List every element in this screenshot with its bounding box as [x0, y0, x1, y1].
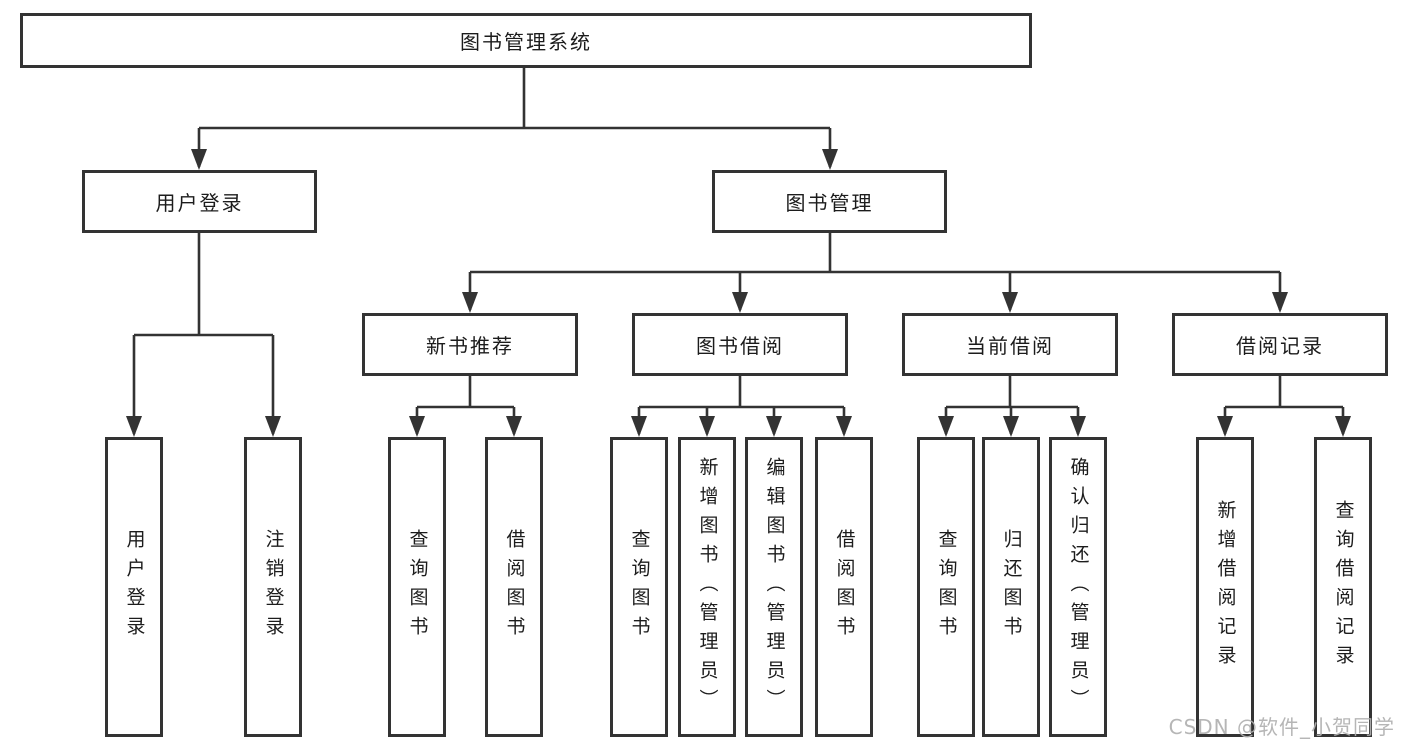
leaf-confirm-return-admin: 确认归还（管理员）	[1049, 437, 1107, 737]
node-book-management: 图书管理	[712, 170, 947, 233]
arrow-icon	[191, 149, 207, 170]
node-root-library-system: 图书管理系统	[20, 13, 1032, 68]
arrow-icon	[409, 416, 425, 437]
leaf-label: 查询图书	[406, 529, 429, 645]
arrow-icon	[631, 416, 647, 437]
arrow-icon	[938, 416, 954, 437]
leaf-label: 新增图书（管理员）	[696, 456, 719, 718]
arrow-icon	[822, 149, 838, 170]
arrowheads	[126, 149, 1351, 437]
node-label: 图书管理系统	[460, 30, 592, 54]
arrow-icon	[699, 416, 715, 437]
leaf-label: 确认归还（管理员）	[1067, 456, 1090, 718]
node-current-borrowing: 当前借阅	[902, 313, 1118, 376]
arrow-icon	[1335, 416, 1351, 437]
connector-root-to-level2	[197, 68, 832, 167]
arrow-icon	[506, 416, 522, 437]
connector-userlogin-to-leaves	[132, 233, 275, 434]
node-borrowing-records: 借阅记录	[1172, 313, 1388, 376]
leaf-label: 注销登录	[262, 529, 285, 645]
arrow-icon	[1002, 292, 1018, 313]
arrow-icon	[265, 416, 281, 437]
leaf-query-borrow-record: 查询借阅记录	[1314, 437, 1372, 737]
node-label: 用户登录	[155, 191, 244, 215]
leaf-borrow-books-borrow: 借阅图书	[815, 437, 873, 737]
arrow-icon	[1003, 416, 1019, 437]
leaf-label: 归还图书	[1000, 529, 1023, 645]
connector-records-to-leaves	[1223, 376, 1345, 434]
arrow-icon	[1217, 416, 1233, 437]
node-label: 借阅记录	[1236, 334, 1324, 358]
leaf-label: 新增借阅记录	[1214, 500, 1237, 674]
leaf-borrow-books-recommend: 借阅图书	[485, 437, 543, 737]
leaf-label: 编辑图书（管理员）	[763, 456, 786, 718]
connector-newbook-to-leaves	[415, 376, 516, 434]
leaf-label: 查询借阅记录	[1332, 500, 1355, 674]
connector-borrow-to-leaves	[637, 376, 846, 434]
leaf-label: 查询图书	[935, 529, 958, 645]
node-label: 当前借阅	[966, 334, 1054, 358]
arrow-icon	[462, 292, 478, 313]
csdn-watermark: CSDN @软件_小贺同学	[1168, 715, 1395, 739]
arrow-icon	[1272, 292, 1288, 313]
leaf-query-books-recommend: 查询图书	[388, 437, 446, 737]
leaf-query-books-current: 查询图书	[917, 437, 975, 737]
leaf-label: 借阅图书	[503, 529, 526, 645]
leaf-edit-book-admin: 编辑图书（管理员）	[745, 437, 803, 737]
leaf-add-borrow-record: 新增借阅记录	[1196, 437, 1254, 737]
leaf-label: 用户登录	[123, 529, 146, 645]
leaf-label: 借阅图书	[833, 529, 856, 645]
leaf-label: 查询图书	[628, 529, 651, 645]
leaf-logout: 注销登录	[244, 437, 302, 737]
leaf-return-book: 归还图书	[982, 437, 1040, 737]
node-label: 图书借阅	[696, 334, 784, 358]
leaf-add-book-admin: 新增图书（管理员）	[678, 437, 736, 737]
arrow-icon	[1070, 416, 1086, 437]
node-user-login: 用户登录	[82, 170, 317, 233]
node-label: 新书推荐	[426, 334, 514, 358]
arrow-icon	[732, 292, 748, 313]
leaf-query-books-borrow: 查询图书	[610, 437, 668, 737]
leaf-user-login: 用户登录	[105, 437, 163, 737]
node-new-book-recommendation: 新书推荐	[362, 313, 578, 376]
node-book-borrowing: 图书借阅	[632, 313, 848, 376]
arrow-icon	[126, 416, 142, 437]
arrow-icon	[836, 416, 852, 437]
connector-bookmgmt-to-level3	[468, 233, 1282, 310]
arrow-icon	[766, 416, 782, 437]
node-label: 图书管理	[785, 191, 874, 215]
